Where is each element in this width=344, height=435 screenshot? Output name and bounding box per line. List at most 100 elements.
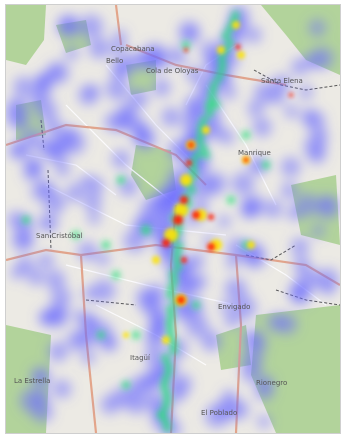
heat-spot — [182, 41, 190, 49]
heat-spot — [254, 82, 276, 104]
heat-spot — [312, 224, 325, 237]
heat-spot — [152, 256, 160, 264]
heat-spot — [161, 354, 170, 362]
heat-spot — [104, 112, 123, 132]
heat-spot — [167, 140, 188, 160]
place-labels: Copacabana Bello Cola de Oloyas Santa El… — [14, 45, 303, 417]
heat-spot — [169, 270, 178, 278]
heat-spot — [47, 64, 63, 80]
heat-spot — [164, 361, 173, 369]
heat-spot — [207, 95, 216, 103]
heat-spot — [195, 137, 204, 145]
heat-spot — [88, 37, 111, 59]
heat-spot — [225, 39, 234, 47]
heat-spot — [222, 389, 237, 404]
label-west: San Cristóbal — [36, 232, 83, 240]
map-frame[interactable]: Copacabana Bello Cola de Oloyas Santa El… — [5, 4, 341, 434]
heat-spot — [85, 84, 100, 99]
heat-spot — [72, 309, 87, 323]
heat-spot — [66, 330, 88, 351]
heat-spot — [205, 109, 214, 117]
heat-spot — [57, 15, 80, 38]
heat-spot — [167, 46, 187, 66]
heat-spot — [112, 56, 134, 78]
heat-spot — [39, 310, 55, 326]
heat-spot — [157, 411, 165, 419]
heat-spot — [217, 214, 231, 229]
heat-spot — [13, 76, 34, 98]
heat-spot — [127, 377, 148, 398]
heat-spot — [189, 273, 208, 291]
heat-spot — [311, 47, 334, 70]
heat-spot — [173, 275, 194, 295]
heat-spot — [132, 331, 140, 339]
heat-spot — [123, 229, 147, 253]
heat-spot — [152, 78, 171, 97]
heat-layer-peak — [162, 44, 293, 304]
heatmap-map[interactable]: Copacabana Bello Cola de Oloyas Santa El… — [6, 5, 340, 433]
heat-spot — [80, 174, 93, 188]
heat-spot — [161, 107, 181, 127]
heat-spot — [217, 46, 225, 54]
heat-spot — [163, 396, 172, 404]
heat-spot — [217, 67, 226, 75]
heat-spot — [237, 51, 245, 59]
heat-spot — [122, 381, 130, 389]
heat-spot — [123, 332, 129, 338]
heat-spot — [177, 296, 185, 304]
label-south-east: Rionegro — [256, 379, 287, 387]
heat-spot — [241, 203, 257, 219]
heat-spot — [169, 347, 178, 355]
heat-spot — [173, 215, 183, 225]
heat-spot — [173, 249, 182, 257]
heat-spot — [248, 157, 265, 174]
heat-spot — [246, 333, 267, 354]
heat-spot — [231, 11, 240, 19]
heat-spot — [189, 165, 198, 173]
heat-spot — [309, 19, 326, 36]
heat-spot — [181, 257, 187, 263]
heat-spot — [192, 211, 200, 219]
heat-spot — [52, 379, 72, 399]
label-north-center: Cola de Oloyas — [146, 67, 199, 75]
heat-spot — [204, 172, 227, 195]
heat-spot — [83, 193, 102, 212]
heat-spot — [10, 266, 24, 280]
heat-spot — [117, 176, 125, 184]
heat-spot — [170, 277, 179, 285]
heat-spot — [184, 48, 188, 52]
heat-spot — [38, 216, 52, 230]
heat-spot — [162, 239, 170, 247]
heat-spot — [102, 241, 110, 249]
heat-spot — [303, 135, 327, 158]
heat-spot — [175, 242, 184, 250]
heat-spot — [207, 243, 215, 251]
heat-spot — [180, 196, 188, 204]
heat-spot — [167, 284, 176, 292]
heat-spot — [33, 388, 49, 403]
label-south-west: Itagüí — [130, 354, 151, 362]
heat-spot — [178, 20, 200, 43]
label-center-south: Envigado — [218, 303, 250, 311]
heat-spot — [257, 414, 271, 429]
label-bottom: El Poblado — [201, 409, 237, 417]
heat-spot — [298, 84, 314, 100]
heat-spot — [96, 252, 110, 266]
heat-spot — [204, 102, 213, 110]
label-east: Santa Elena — [261, 77, 303, 85]
label-north: Copacabana — [111, 45, 155, 53]
heat-spot — [219, 300, 232, 313]
heat-spot — [66, 183, 85, 202]
heat-spot — [288, 285, 305, 302]
heat-spot — [232, 21, 240, 29]
heat-spot — [143, 48, 167, 71]
heat-spot — [162, 389, 171, 397]
heat-spot — [242, 131, 250, 139]
heat-spot — [284, 104, 299, 119]
heat-spot — [222, 32, 231, 40]
heat-spot — [161, 375, 170, 383]
heat-spot — [125, 392, 148, 415]
heat-spot — [224, 312, 240, 328]
heat-spot — [141, 225, 151, 235]
heat-spot — [212, 101, 220, 109]
